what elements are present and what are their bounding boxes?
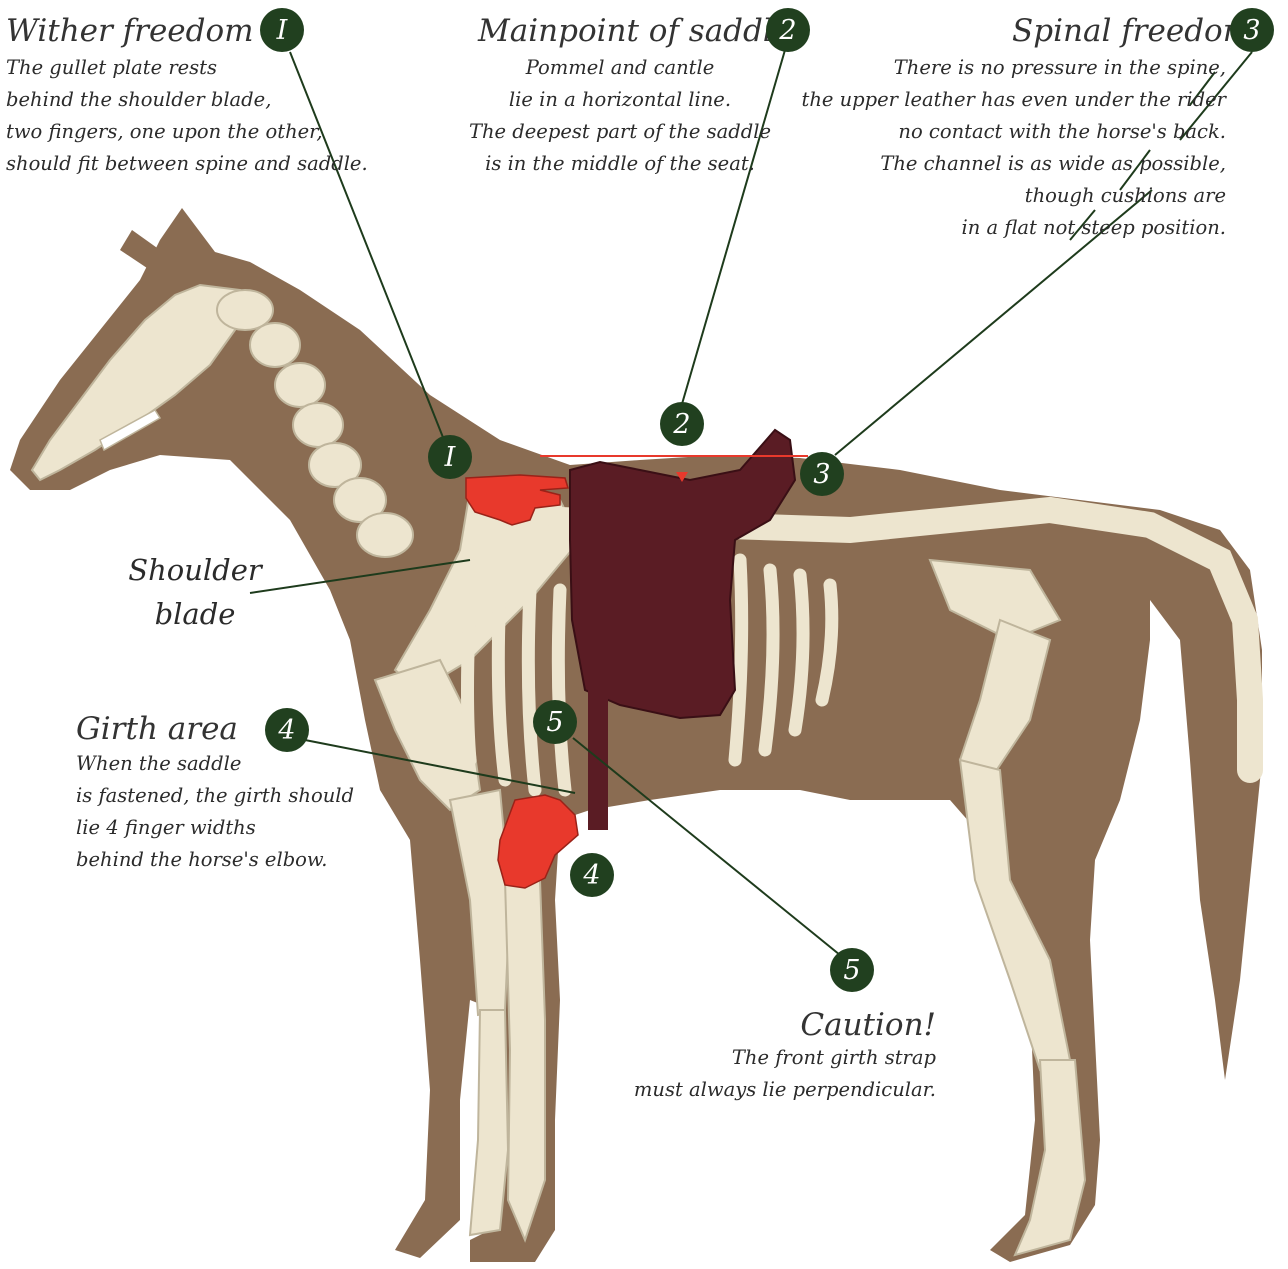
- girth-strap: [588, 690, 608, 830]
- marker-1-badge: I: [428, 435, 472, 479]
- callout-4-text: When the saddle is fastened, the girth s…: [76, 748, 376, 876]
- callout-1-text: The gullet plate rests behind the should…: [6, 52, 386, 180]
- callout-2-title: Mainpoint of saddle: [478, 14, 791, 48]
- callout-2-text: Pommel and cantle lie in a horizontal li…: [460, 52, 780, 180]
- marker-5-badge: 5: [533, 700, 577, 744]
- callout-4-title: Girth area: [76, 712, 238, 746]
- callout-5-text: The front girth strap must always lie pe…: [600, 1042, 936, 1106]
- callout-1-title: Wither freedom: [6, 14, 254, 48]
- callout-2-badge: 2: [766, 8, 810, 52]
- marker-2-badge: 2: [660, 402, 704, 446]
- callout-3-badge: 3: [1230, 8, 1274, 52]
- callout-1-badge: I: [260, 8, 304, 52]
- callout-4-badge: 4: [265, 708, 309, 752]
- callout-3-title: Spinal freedom: [1012, 14, 1252, 48]
- callout-3-text: There is no pressure in the spine, the u…: [790, 52, 1226, 244]
- marker-4-badge: 4: [570, 853, 614, 897]
- callout-5-badge: 5: [830, 948, 874, 992]
- shoulder-blade-label: Shoulder blade: [120, 548, 270, 636]
- callout-5-title: Caution!: [700, 1008, 936, 1042]
- marker-3-badge: 3: [800, 452, 844, 496]
